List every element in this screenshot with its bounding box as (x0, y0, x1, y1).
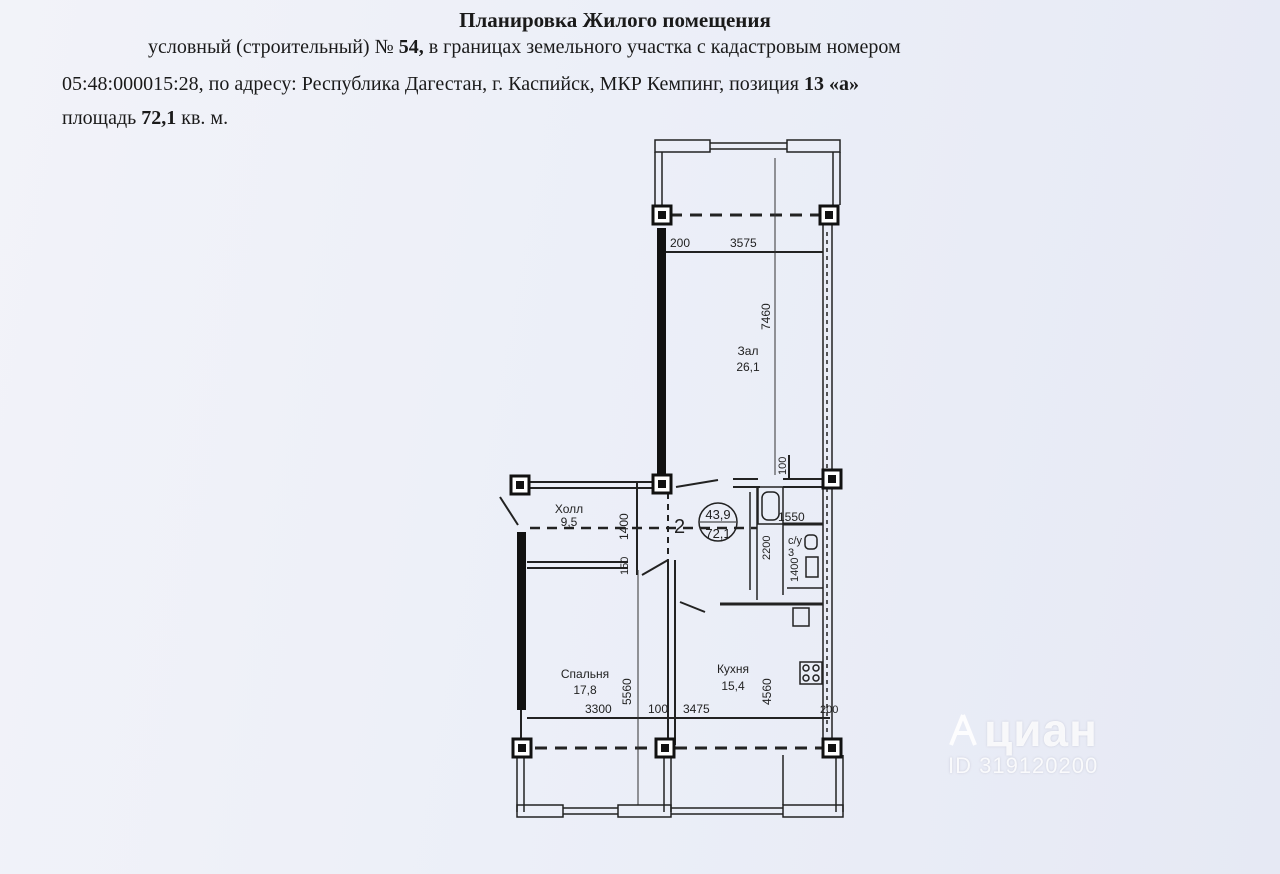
dim-1400: 1400 (617, 513, 631, 540)
area-line: площадь 72,1 кв. м. (62, 107, 228, 130)
holl-name: Холл (555, 502, 583, 516)
holl-area: 9,5 (561, 515, 578, 529)
dim-1550: 1550 (778, 510, 805, 524)
hall-walls (499, 481, 706, 745)
dim-1400b: 1400 (789, 558, 801, 582)
total-area-value: 72,1 (141, 107, 177, 129)
column-8 (821, 737, 843, 759)
address-line-1: условный (строительный) № 54, в границах… (148, 36, 901, 59)
line2-part-a: 05:48:000015:28, по адресу: Республика Д… (62, 73, 804, 95)
su-area: 3 (788, 547, 794, 559)
dim-100b: 100 (648, 702, 668, 716)
kuhnya-area: 15,4 (721, 679, 745, 693)
column-6 (511, 737, 533, 759)
dim-200b: 200 (820, 704, 838, 716)
dim-3475: 3475 (683, 702, 710, 716)
watermark-id: ID 319120200 (948, 753, 1099, 778)
line3-part-b: кв. м. (176, 107, 229, 129)
dim-5560: 5560 (620, 678, 634, 705)
cian-logo-icon (949, 714, 977, 746)
watermark: циан ID 319120200 (948, 703, 1098, 779)
balcony-bottom (516, 755, 844, 818)
column-2 (818, 204, 840, 226)
apartment-marker (698, 502, 738, 542)
dim-150: 150 (619, 557, 631, 575)
bedroom-left-wall (517, 532, 526, 710)
dim-2200: 2200 (761, 536, 773, 560)
zal-name: Зал (738, 344, 759, 358)
zal-area: 26,1 (736, 360, 760, 374)
column-5 (509, 474, 531, 496)
kitchen-stove (799, 661, 823, 685)
column-3 (651, 473, 673, 495)
line1-part-a: условный (строительный) № (148, 36, 399, 58)
dim-7460: 7460 (759, 303, 773, 330)
living-area: 43,9 (705, 507, 730, 522)
bathroom (720, 486, 823, 627)
dim-3300: 3300 (585, 702, 612, 716)
dim-200: 200 (670, 236, 690, 250)
apartment-total-area: 72,1 (705, 526, 730, 541)
dim-100a: 100 (777, 457, 789, 475)
address-line-2: 05:48:000015:28, по адресу: Республика Д… (62, 73, 859, 96)
line1-part-b: в границах земельного участка с кадастро… (423, 36, 901, 58)
column-7 (654, 737, 676, 759)
balcony-top (654, 139, 841, 205)
watermark-logo: циан (948, 703, 1098, 757)
zal-bottom-wall (675, 455, 823, 488)
column-4 (821, 468, 843, 490)
line3-part-a: площадь (62, 107, 142, 129)
position-number: 13 «а» (804, 73, 859, 95)
spalnya-area: 17,8 (573, 683, 597, 697)
column-1 (651, 204, 673, 226)
watermark-brand: циан (984, 704, 1098, 756)
unit-number: 54, (398, 36, 424, 58)
dim-3575: 3575 (730, 236, 757, 250)
spalnya-name: Спальня (561, 667, 609, 681)
dim-4560: 4560 (760, 678, 774, 705)
rooms-count: 2 (674, 516, 685, 538)
page-title: Планировка Жилого помещения (459, 8, 771, 32)
su-name: с/у (788, 535, 803, 547)
kuhnya-name: Кухня (717, 662, 749, 676)
zal-left-wall (657, 228, 666, 474)
